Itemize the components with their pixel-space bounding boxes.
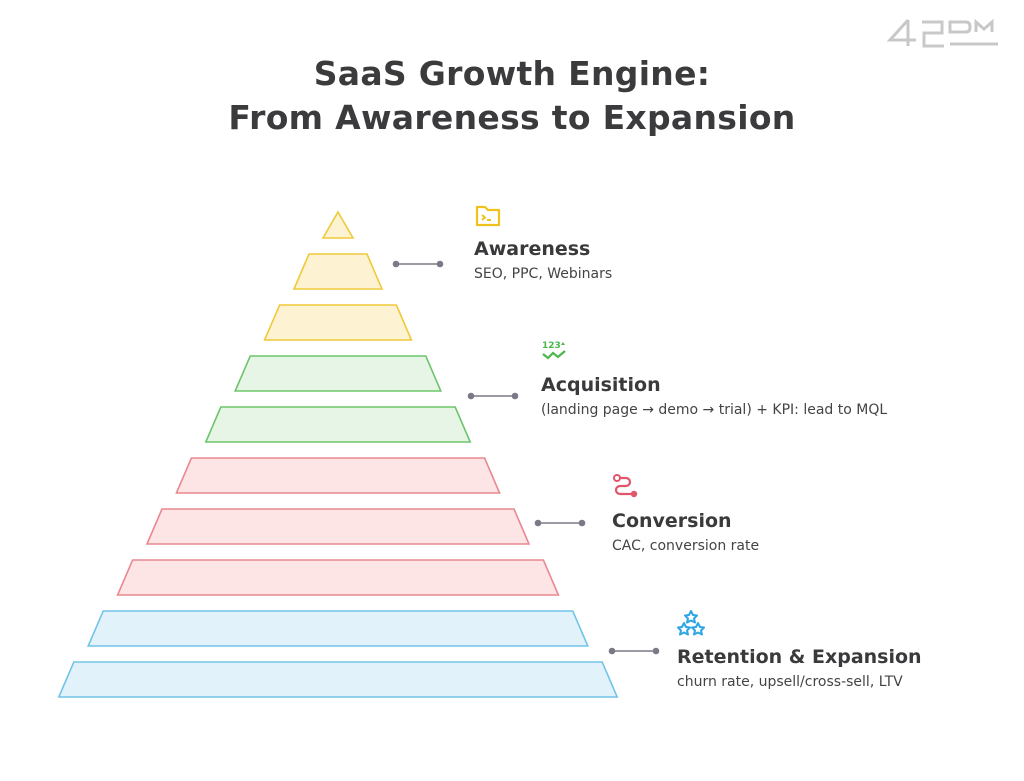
pyramid-layer-awareness [292,253,384,290]
pyramid-layer-conversion [175,457,501,494]
stage-awareness: Awareness SEO, PPC, Webinars [474,202,612,286]
stage-name: Acquisition [541,374,661,396]
numbers-trend-icon: 123 [542,341,566,360]
stage-description: SEO, PPC, Webinars [474,266,613,282]
connector-line [608,647,660,655]
pyramid-layer-conversion [145,508,531,545]
pyramid-layer-acquisition [204,406,472,443]
terminal-folder-icon [475,205,501,227]
pyramid-layer-retention [57,661,619,698]
stage-description: CAC, conversion rate [612,538,760,554]
stage-conversion: Conversion CAC, conversion rate [612,474,759,558]
pyramid-layer-awareness [321,210,355,239]
pyramid-layer-retention [86,610,590,647]
route-icon [613,474,638,498]
connector-line [534,519,586,527]
connector-line [392,260,444,268]
stage-name: Conversion [612,510,732,532]
title-line-2: From Awareness to Expansion [228,98,796,137]
stage-name: Awareness [474,238,591,260]
stage-description: churn rate, upsell/cross-sell, LTV [677,674,903,690]
stage-acquisition: 123 Acquisition (landing page → demo → t… [541,338,887,422]
logo-42dm [886,18,998,48]
pyramid-layer-acquisition [233,355,443,392]
stage-retention-expansion: Retention & Expansion churn rate, upsell… [677,610,922,694]
pyramid-layer-awareness [263,304,413,341]
connector-line [467,392,519,400]
pyramid-layer-conversion [116,559,560,596]
title-line-1: SaaS Growth Engine: [313,54,711,93]
stars-icon [677,610,705,636]
diagram-title: SaaS Growth Engine: From Awareness to Ex… [0,52,1024,140]
svg-text:123: 123 [542,341,561,351]
stage-name: Retention & Expansion [677,646,922,668]
stage-description: (landing page → demo → trial) + KPI: lea… [541,402,888,418]
